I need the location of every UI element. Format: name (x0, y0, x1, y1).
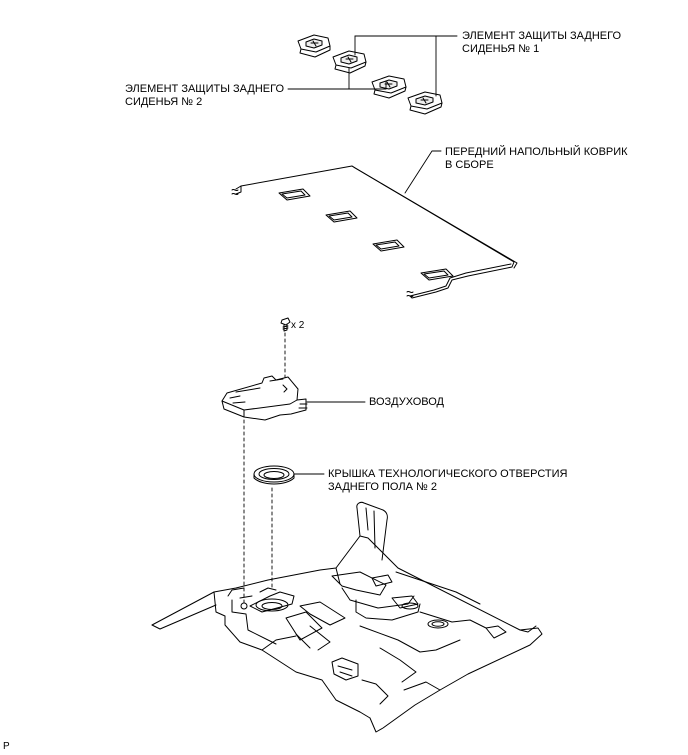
fastener-count: x 2 (291, 320, 305, 331)
label-service-hole-cover-line-2: ЗАДНЕГО ПОЛА № 2 (328, 481, 437, 493)
corner-code: P (3, 741, 10, 752)
seat-protector-clip (407, 91, 443, 115)
vehicle-floor-body (151, 501, 543, 733)
label-service-hole-cover: КРЫШКА ТЕХНОЛОГИЧЕСКОГО ОТВЕРСТИЯ ЗАДНЕГ… (328, 468, 568, 494)
service-hole-cover (253, 465, 295, 485)
label-seat-protector-1: ЭЛЕМЕНТ ЗАЩИТЫ ЗАДНЕГО СИДЕНЬЯ № 1 (462, 30, 621, 56)
label-air-duct: ВОЗДУХОВОД (369, 396, 444, 408)
leader-lines-seat-protectors (287, 35, 458, 97)
leader-line-floor-mat (404, 150, 442, 194)
air-duct (221, 375, 308, 421)
label-front-floor-mat-line-1: ПЕРЕДНИЙ НАПОЛЬНЫЙ КОВРИК (445, 146, 628, 158)
label-seat-protector-2: ЭЛЕМЕНТ ЗАЩИТЫ ЗАДНЕГО СИДЕНЬЯ № 2 (125, 83, 284, 109)
label-front-floor-mat-line-2: В СБОРЕ (445, 159, 494, 171)
alignment-dashed-lines (243, 332, 286, 606)
seat-protector-clip (332, 50, 367, 74)
label-service-hole-cover-line-1: КРЫШКА ТЕХНОЛОГИЧЕСКОГО ОТВЕРСТИЯ (328, 468, 568, 480)
label-front-floor-mat: ПЕРЕДНИЙ НАПОЛЬНЫЙ КОВРИК В СБОРЕ (445, 146, 628, 172)
label-seat-protector-2-line-2: СИДЕНЬЯ № 2 (125, 96, 203, 108)
label-seat-protector-1-line-1: ЭЛЕМЕНТ ЗАЩИТЫ ЗАДНЕГО (462, 30, 622, 42)
screw-icon (280, 317, 291, 332)
seat-protector-clip (297, 34, 331, 58)
seat-protector-clip (371, 75, 407, 99)
label-seat-protector-2-line-1: ЭЛЕМЕНТ ЗАЩИТЫ ЗАДНЕГО (125, 83, 285, 95)
label-seat-protector-1-line-2: СИДЕНЬЯ № 1 (462, 43, 540, 55)
front-floor-mat (231, 165, 518, 299)
